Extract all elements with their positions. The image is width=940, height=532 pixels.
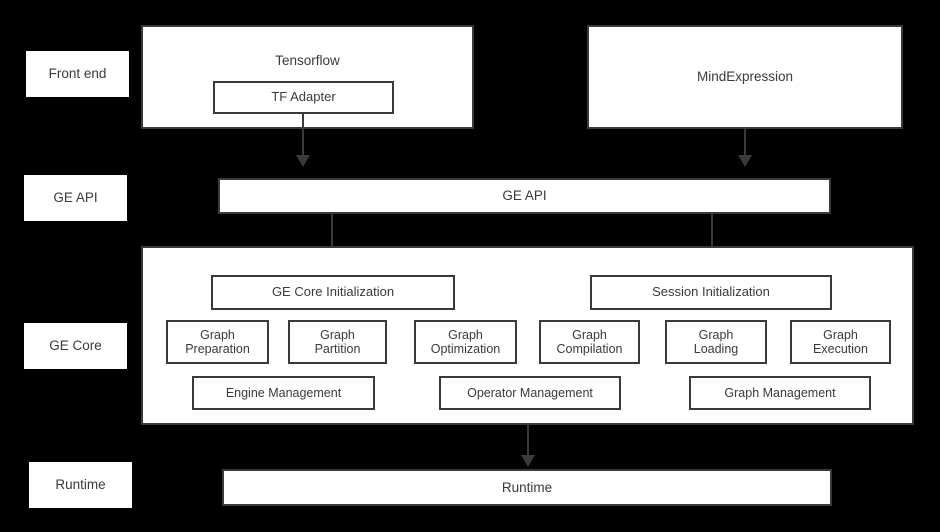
connector-geapi-to-gecoreinit	[331, 213, 333, 261]
connector-tfadapter-to-geapi	[302, 113, 304, 157]
runtime-bar[interactable]: Runtime	[222, 469, 832, 506]
graph-loading-node[interactable]: Graph Loading	[665, 320, 767, 364]
tf-adapter-node[interactable]: TF Adapter	[213, 81, 394, 114]
graph-partition-node[interactable]: Graph Partition	[288, 320, 387, 364]
graph-partition-label: Graph Partition	[314, 327, 361, 356]
arrowhead-tfadapter-to-geapi	[296, 155, 310, 167]
graph-management-node[interactable]: Graph Management	[689, 376, 871, 410]
graph-management-label: Graph Management	[724, 385, 836, 400]
graph-execution-label: Graph Execution	[813, 327, 868, 356]
session-initialization-label: Session Initialization	[652, 284, 770, 300]
ge-api-bar-label: GE API	[502, 188, 547, 204]
mindexpression-panel[interactable]: MindExpression	[587, 25, 903, 129]
connector-gecore-to-runtime	[527, 425, 529, 457]
arrowhead-mindexpression-to-geapi	[738, 155, 752, 167]
mindexpression-label: MindExpression	[696, 69, 794, 85]
layer-label-runtime: Runtime	[29, 462, 132, 508]
engine-management-node[interactable]: Engine Management	[192, 376, 375, 410]
connector-mindexpression-to-geapi	[744, 129, 746, 157]
graph-preparation-node[interactable]: Graph Preparation	[166, 320, 269, 364]
graph-compilation-label: Graph Compilation	[556, 327, 623, 356]
operator-management-label: Operator Management	[467, 385, 593, 400]
graph-compilation-node[interactable]: Graph Compilation	[539, 320, 640, 364]
graph-preparation-label: Graph Preparation	[185, 327, 250, 356]
engine-management-label: Engine Management	[225, 385, 342, 400]
layer-label-runtime-text: Runtime	[55, 477, 106, 493]
layer-label-front-end: Front end	[26, 51, 129, 97]
graph-loading-label: Graph Loading	[693, 327, 739, 356]
connector-geapi-to-sessioninit	[711, 213, 713, 261]
layer-label-ge-core-text: GE Core	[49, 338, 102, 354]
graph-optimization-node[interactable]: Graph Optimization	[414, 320, 517, 364]
layer-label-ge-core: GE Core	[24, 323, 127, 369]
ge-core-initialization-label: GE Core Initialization	[271, 284, 395, 300]
graph-execution-node[interactable]: Graph Execution	[790, 320, 891, 364]
operator-management-node[interactable]: Operator Management	[439, 376, 621, 410]
arrowhead-gecore-to-runtime	[521, 455, 535, 467]
layer-label-ge-api-text: GE API	[53, 190, 98, 206]
tf-adapter-label: TF Adapter	[271, 89, 336, 105]
layer-label-ge-api: GE API	[24, 175, 127, 221]
ge-api-bar[interactable]: GE API	[218, 178, 831, 214]
runtime-bar-label: Runtime	[501, 479, 553, 495]
graph-optimization-label: Graph Optimization	[430, 327, 501, 356]
tensorflow-title: Tensorflow	[275, 53, 340, 68]
ge-core-initialization-node[interactable]: GE Core Initialization	[211, 275, 455, 310]
session-initialization-node[interactable]: Session Initialization	[590, 275, 832, 310]
layer-label-front-end-text: Front end	[48, 66, 107, 82]
